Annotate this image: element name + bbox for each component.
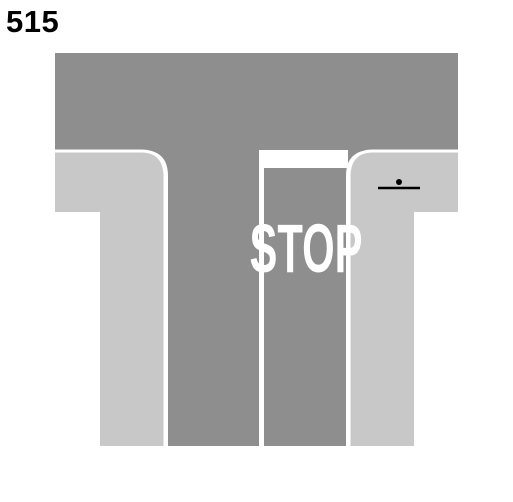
stop-sign-symbol	[378, 179, 420, 190]
left-sidewalk	[55, 152, 166, 446]
stop-line	[259, 150, 348, 168]
stop-sign-post-dot	[396, 179, 402, 185]
road-surface	[55, 53, 458, 446]
right-curb-line	[347, 149, 458, 446]
lane-divider-line	[259, 150, 264, 446]
figure-number: 515	[6, 4, 60, 39]
right-sidewalk	[348, 152, 458, 446]
stop-road-marking: STOP	[249, 211, 362, 287]
left-curb-line	[55, 149, 167, 446]
